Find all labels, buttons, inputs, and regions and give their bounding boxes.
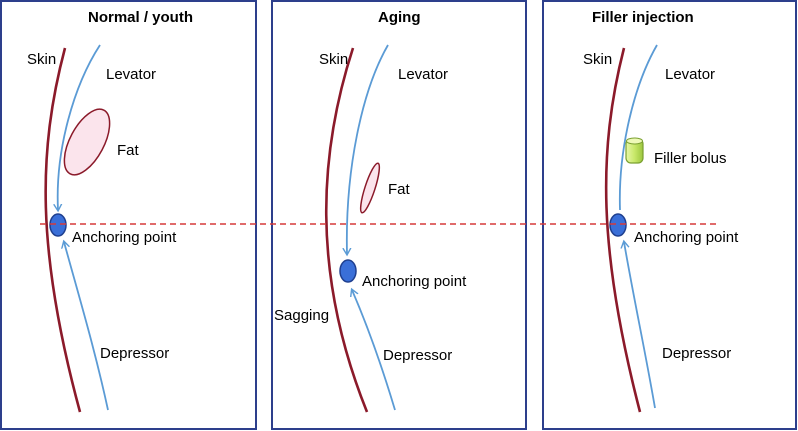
levator-muscle bbox=[58, 44, 101, 210]
fat-pad bbox=[359, 162, 381, 214]
levator-label: Levator bbox=[398, 66, 448, 83]
depressor-label: Depressor bbox=[662, 345, 731, 362]
panel-normal-youth: Normal / youth Skin Levator Fat Depresso… bbox=[0, 0, 257, 430]
depressor-label: Depressor bbox=[383, 347, 452, 364]
anchor-label: Anchoring point bbox=[72, 229, 177, 246]
panel-frame bbox=[271, 0, 527, 430]
anchor-label: Anchoring point bbox=[362, 273, 467, 290]
skin-label: Skin bbox=[319, 51, 348, 68]
anchoring-point bbox=[609, 213, 627, 237]
panel-aging: Aging Skin Levator Fat Depressor Anchori… bbox=[271, 0, 527, 430]
panel-title: Normal / youth bbox=[88, 9, 193, 26]
skin-line bbox=[44, 47, 82, 413]
levator-label: Levator bbox=[106, 66, 156, 83]
anchoring-point bbox=[339, 259, 357, 283]
depressor-muscle bbox=[624, 242, 656, 409]
levator-muscle bbox=[347, 44, 389, 254]
filler-label: Filler bolus bbox=[654, 150, 727, 167]
skin-line bbox=[324, 47, 369, 413]
depressor-muscle bbox=[64, 242, 109, 411]
panel-frame bbox=[0, 0, 257, 430]
fat-label: Fat bbox=[388, 181, 411, 198]
panel-filler-injection: Filler injection Skin Levator Filler bol… bbox=[542, 0, 797, 430]
fat-pad bbox=[63, 108, 111, 176]
panel-title: Aging bbox=[378, 9, 421, 26]
skin-label: Skin bbox=[27, 51, 56, 68]
fat-label: Fat bbox=[117, 142, 140, 159]
skin-line bbox=[604, 47, 642, 413]
levator-muscle bbox=[618, 44, 658, 211]
depressor-muscle bbox=[352, 290, 396, 411]
sagging-label: Sagging bbox=[274, 307, 329, 324]
filler-bolus bbox=[625, 137, 644, 164]
panel-frame bbox=[542, 0, 797, 430]
anchor-label: Anchoring point bbox=[634, 229, 739, 246]
panel-title: Filler injection bbox=[592, 9, 694, 26]
depressor-label: Depressor bbox=[100, 345, 169, 362]
levator-label: Levator bbox=[665, 66, 715, 83]
skin-label: Skin bbox=[583, 51, 612, 68]
anchoring-point bbox=[49, 213, 67, 237]
